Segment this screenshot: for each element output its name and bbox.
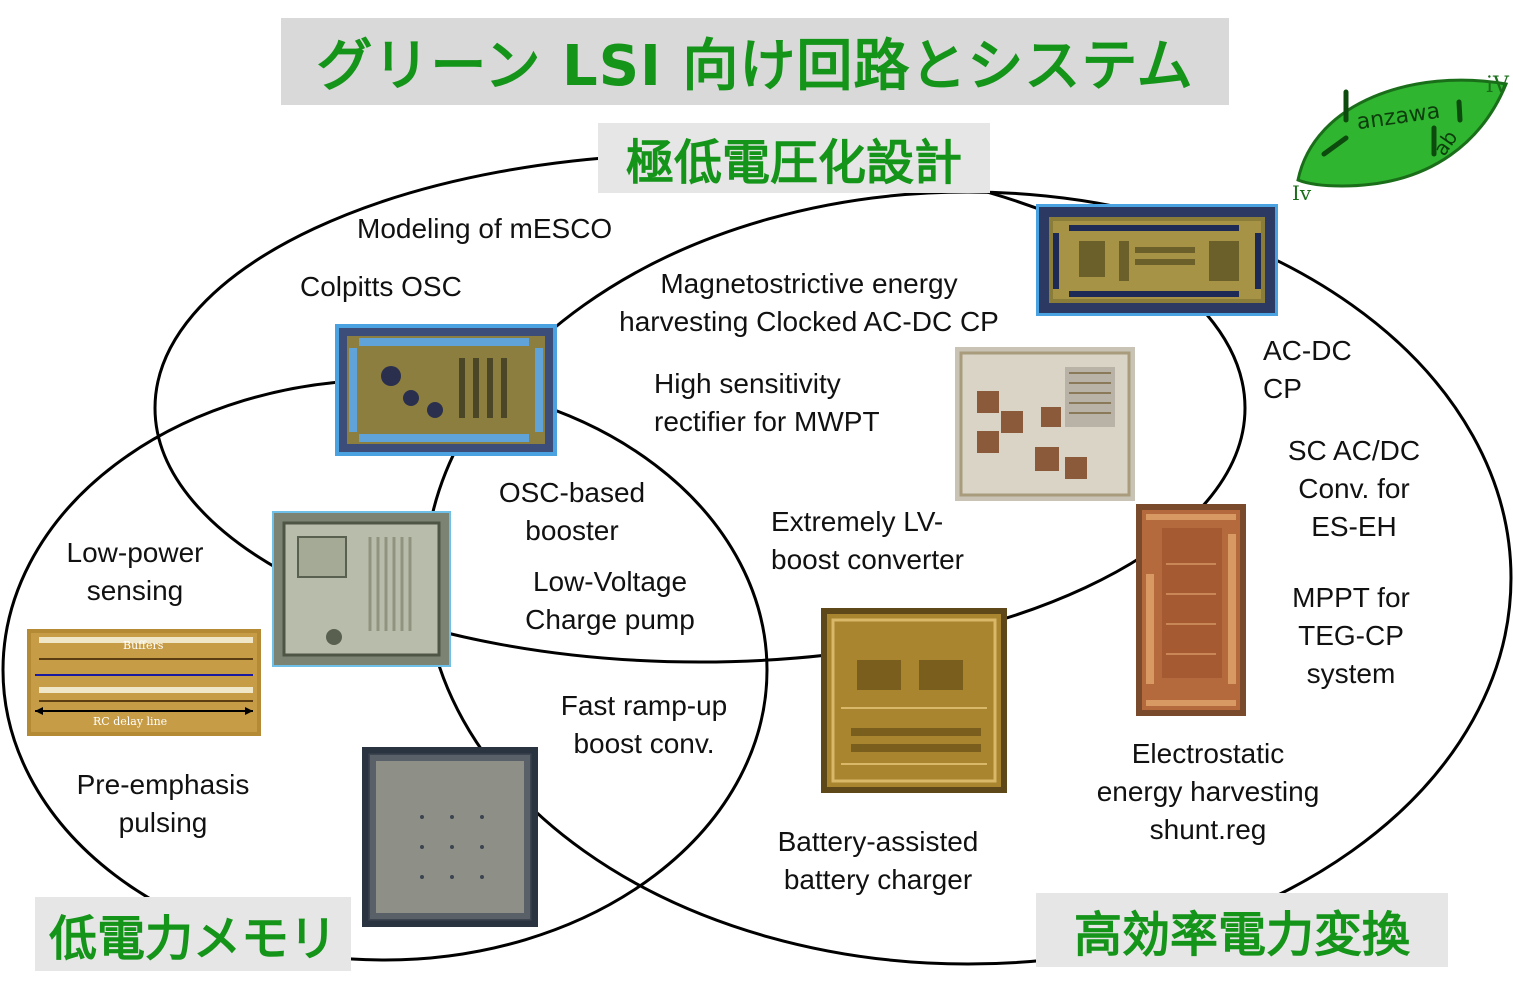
label-mppt: MPPT for TEG-CP system [1268,579,1434,693]
label-extremely-lv-line2: boost converter [771,544,964,575]
label-modeling-mesco: Modeling of mESCO [357,213,613,244]
chip-image-osc-booster [272,511,451,667]
label-sc-acdc-line1: SC AC/DC [1287,435,1421,466]
category-ultra-low-voltage: 極低電圧化設計 [598,123,990,193]
label-battery-assisted-line2: battery charger [783,864,973,895]
chip-image-fast-ramp-boost [362,747,538,927]
page-title: グリーン LSI 向け回路とシステム [316,34,1194,99]
rc-delay-line-annotation: RC delay line [93,715,167,728]
category-low-power-memory: 低電力メモリ [35,897,351,971]
label-sc-acdc-line2: Conv. for [1298,473,1410,504]
label-mppt-line3: system [1306,658,1396,689]
chip-image-colpitts-osc [335,324,557,456]
label-extremely-lv-line1: Extremely LV- [771,506,944,537]
label-sc-acdc: SC AC/DC Conv. for ES-EH [1262,432,1446,546]
label-high-sensitivity: High sensitivity rectifier for MWPT [654,365,880,441]
label-ac-dc-cp: AC-DC CP [1263,332,1352,408]
label-high-sensitivity-line1: High sensitivity [654,368,841,399]
label-electrostatic-line1: Electrostatic [1131,738,1285,769]
lab-logo: anzawa ab iV Iv [1292,73,1510,204]
label-low-power-sensing: Low-power sensing [50,534,220,610]
logo-text-iv-lower: Iv [1292,181,1312,204]
label-low-power-sensing-line1: Low-power [66,537,204,568]
category-high-efficiency-power: 高効率電力変換 [1036,893,1448,967]
label-magnetostrictive: Magnetostrictive energy harvesting Clock… [592,265,1026,341]
label-magnetostrictive-line2: harvesting Clocked AC-DC CP [619,306,999,337]
label-electrostatic-line2: energy harvesting [1096,776,1320,807]
label-low-voltage-cp-line2: Charge pump [525,604,695,635]
label-pre-emphasis-line1: Pre-emphasis [76,769,250,800]
label-low-voltage-cp: Low-Voltage Charge pump [506,563,714,639]
label-fast-ramp-line2: boost conv. [573,728,715,759]
label-extremely-lv: Extremely LV- boost converter [771,503,964,579]
label-fast-ramp: Fast ramp-up boost conv. [544,687,744,763]
label-osc-booster-line1: OSC-based [498,477,646,508]
chip-image-mwpt-rectifier [955,347,1135,501]
buffers-annotation: Buffers [123,639,164,652]
chip-image-acdc-cp [1036,204,1278,316]
title-banner: グリーン LSI 向け回路とシステム [281,18,1229,105]
leaf-vein [1321,89,1463,157]
label-colpitts-osc: Colpitts OSC [300,271,462,302]
category-low-power-memory-label: 低電力メモリ [48,911,337,967]
label-low-voltage-cp-line1: Low-Voltage [532,566,688,597]
label-osc-booster-line2: booster [525,515,619,546]
label-pre-emphasis-line2: pulsing [118,807,208,838]
category-high-efficiency-power-label: 高効率電力変換 [1073,907,1410,963]
label-osc-booster: OSC-based booster [484,474,660,550]
label-mppt-line1: MPPT for [1292,582,1410,613]
label-sc-acdc-line3: ES-EH [1311,511,1397,542]
chip-image-sc-acdc [1136,504,1246,716]
label-magnetostrictive-line1: Magnetostrictive energy [660,268,958,299]
logo-text-iv-upper: iV [1486,73,1510,98]
label-mppt-line2: TEG-CP [1298,620,1404,651]
chip-image-low-power-sensing: Buffers RC delay line [27,629,261,736]
label-fast-ramp-line1: Fast ramp-up [560,690,728,721]
label-ac-dc-cp-line2: CP [1263,373,1302,404]
label-high-sensitivity-line2: rectifier for MWPT [654,406,880,437]
label-pre-emphasis: Pre-emphasis pulsing [58,766,268,842]
label-electrostatic-line3: shunt.reg [1149,814,1267,845]
label-low-power-sensing-line2: sensing [86,575,184,606]
label-ac-dc-cp-line1: AC-DC [1263,335,1352,366]
label-battery-assisted-line1: Battery-assisted [777,826,979,857]
leaf-shape [1296,78,1509,188]
label-battery-assisted: Battery-assisted battery charger [756,823,1000,899]
chip-image-lv-boost [821,608,1007,793]
category-ultra-low-voltage-label: 極低電圧化設計 [625,135,962,191]
label-electrostatic: Electrostatic energy harvesting shunt.re… [1072,735,1344,849]
